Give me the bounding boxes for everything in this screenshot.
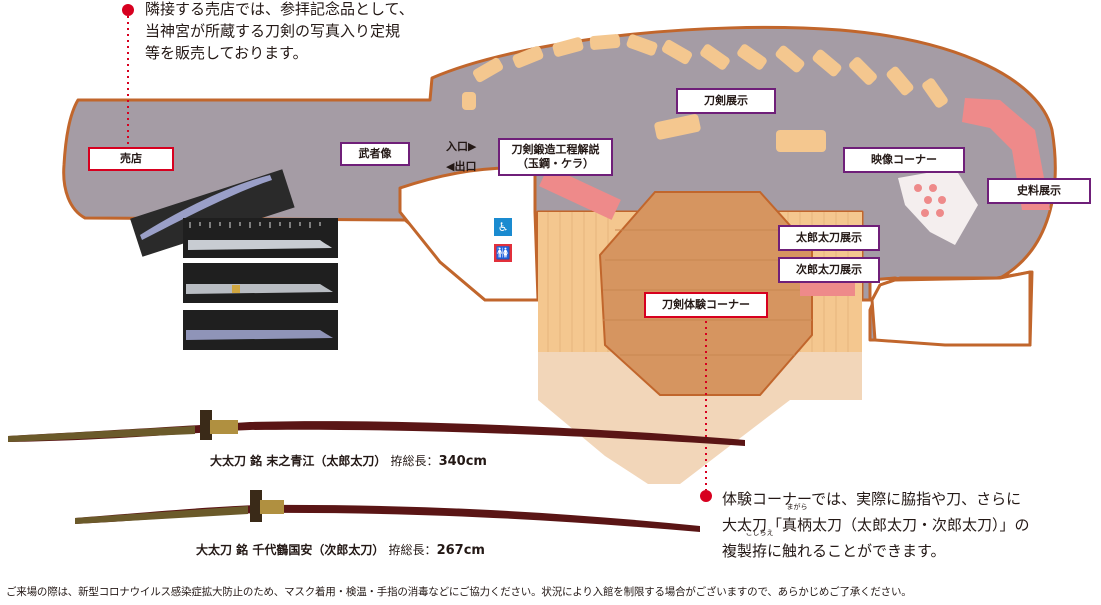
experience-corner-label-text: 刀剣体験コーナー [662, 298, 750, 312]
shop-label-text: 売店 [120, 152, 142, 166]
sword-jiro [75, 490, 700, 532]
inner-white-area-right [870, 270, 1032, 347]
warrior-statue-label[interactable]: 武者像 [340, 142, 410, 166]
footer-notice: ご来場の際は、新型コロナウイルス感染症拡大防止のため、マスク着用・検温・手指の消… [6, 586, 912, 598]
shop-label[interactable]: 売店 [88, 147, 174, 171]
video-seats [914, 184, 946, 217]
historical-exhibit-label[interactable]: 史料展示 [987, 178, 1091, 204]
experience-note-line-3-post: に触れることができます。 [767, 542, 946, 560]
exit-label: ◀出口 [446, 160, 477, 173]
shop-note-line-3: 等を販売しております。 [145, 44, 308, 62]
forging-process-label[interactable]: 刀剣鍛造工程解説 （玉鋼・ケラ） [498, 138, 613, 176]
taro-exhibit-label-text: 太郎太刀展示 [796, 231, 862, 245]
inner-white-area-left [398, 166, 540, 302]
magara-ruby: まがら真柄 [782, 503, 813, 538]
experience-note-line-3: 複製こしらえ拵に触れることができます。 [722, 529, 1030, 564]
shop-note-dot [122, 4, 134, 16]
experience-note-line-1: 体験コーナーでは、実際に脇指や刀、さらに [722, 490, 1022, 508]
sword-exhibit-label-text: 刀剣展示 [704, 94, 748, 108]
sword-taro-name: 大太刀 銘 末之青江（太郎太刀） [210, 454, 387, 468]
magara-ruby-base: 真柄 [782, 516, 813, 534]
sword-jiro-name: 大太刀 銘 千代鶴国安（次郎太刀） [196, 543, 385, 557]
ruler-photo-4 [183, 310, 338, 350]
sword-jiro-caption: 大太刀 銘 千代鶴国安（次郎太刀） 拵総長：267cm [196, 541, 485, 558]
sword-exhibit-label[interactable]: 刀剣展示 [676, 88, 776, 114]
wheelchair-icon: ♿ [494, 218, 512, 236]
sword-taro-length-value: 340cm [438, 454, 487, 469]
experience-note-line-2-post: 太刀（太郎太刀・次郎太刀）」の [812, 516, 1030, 534]
shop-note: 隣接する売店では、参拝記念品として、 当神宮が所蔵する刀剣の写真入り定規 等を販… [145, 0, 414, 64]
sword-taro [8, 410, 745, 446]
entrance-label: 入口▶ [446, 140, 477, 153]
sword-taro-length-label: 拵総長： [390, 454, 439, 468]
ruler-photo-3 [183, 263, 338, 303]
exhibit-pods [462, 34, 948, 152]
restroom-icon: 🚻 [494, 244, 512, 262]
video-corner-label[interactable]: 映像コーナー [843, 147, 965, 173]
koshirae-ruby-text: こしらえ [745, 529, 774, 537]
ruler-photo-1 [130, 169, 295, 257]
historical-exhibit-label-text: 史料展示 [1017, 184, 1061, 198]
octagon-stripes [603, 229, 812, 356]
sword-taro-caption: 大太刀 銘 末之青江（太郎太刀） 拵総長：340cm [210, 452, 487, 469]
shop-note-line-2: 当神宮が所蔵する刀剣の写真入り定規 [145, 22, 401, 40]
experience-note-line-3-pre: 複製 [722, 542, 753, 560]
magara-ruby-text: まがら [786, 503, 808, 511]
experience-note: 体験コーナーでは、実際に脇指や刀、さらに 大太刀「まがら真柄太刀（太郎太刀・次郎… [722, 486, 1030, 564]
sword-jiro-length-value: 267cm [436, 543, 485, 558]
ruler-photo-2 [183, 218, 338, 258]
koshirae-ruby: こしらえ拵 [746, 529, 774, 564]
video-corner-label-text: 映像コーナー [871, 153, 937, 167]
experience-note-line-2: 大太刀「まがら真柄太刀（太郎太刀・次郎太刀）」の [722, 503, 1030, 538]
experience-note-line-2-pre: 大太刀「 [722, 516, 783, 534]
jiro-exhibit-label[interactable]: 次郎太刀展示 [778, 257, 880, 283]
shop-note-line-1: 隣接する売店では、参拝記念品として、 [145, 0, 414, 18]
warrior-statue-label-text: 武者像 [358, 147, 392, 161]
experience-note-dot [700, 490, 712, 502]
forging-process-label-line-1: 刀剣鍛造工程解説 [511, 143, 600, 157]
experience-corner-label[interactable]: 刀剣体験コーナー [644, 292, 768, 318]
koshirae-ruby-base: 拵 [752, 542, 768, 560]
sword-jiro-length-label: 拵総長： [388, 543, 437, 557]
jiro-exhibit-label-text: 次郎太刀展示 [796, 263, 862, 277]
forging-process-label-line-2: （玉鋼・ケラ） [517, 157, 594, 170]
display-case-pink [539, 166, 621, 220]
taro-exhibit-label[interactable]: 太郎太刀展示 [778, 225, 880, 251]
